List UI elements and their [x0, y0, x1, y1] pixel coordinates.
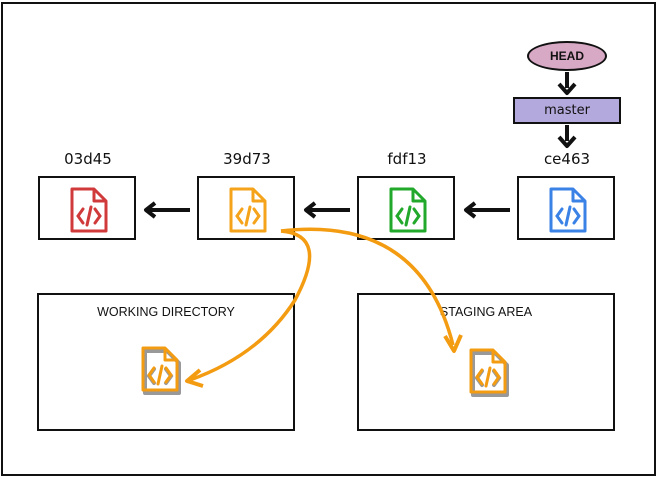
working-directory-area: WORKING DIRECTORY — [37, 293, 295, 431]
parent-arrow — [304, 201, 350, 219]
area-title: STAGING AREA — [439, 305, 533, 319]
commit-node — [38, 176, 136, 240]
parent-arrow — [464, 201, 510, 219]
commit-node — [517, 176, 615, 240]
pointer-arrow — [557, 125, 577, 148]
commit-hash-label: fdf13 — [387, 150, 427, 168]
pointer-arrow — [557, 72, 577, 95]
commit-hash-label: 03d45 — [64, 150, 112, 168]
checkout-arrow-to-working-directory — [185, 229, 312, 388]
commit-hash-label: ce463 — [543, 150, 591, 168]
commit-hash-label: 39d73 — [223, 150, 271, 168]
area-title: WORKING DIRECTORY — [97, 305, 235, 319]
parent-arrow — [144, 201, 190, 219]
code-file-icon — [469, 348, 509, 397]
code-file-icon — [229, 187, 267, 233]
code-file-icon — [141, 346, 181, 395]
head-pointer: HEAD — [527, 41, 607, 71]
checkout-arrow-to-staging-area — [280, 227, 463, 353]
commit-node — [197, 176, 295, 240]
commit-node — [357, 176, 455, 240]
code-file-icon — [70, 187, 108, 233]
staging-area: STAGING AREA — [357, 293, 615, 431]
code-file-icon — [549, 187, 587, 233]
branch-master: master — [513, 97, 621, 124]
code-file-icon — [389, 187, 427, 233]
